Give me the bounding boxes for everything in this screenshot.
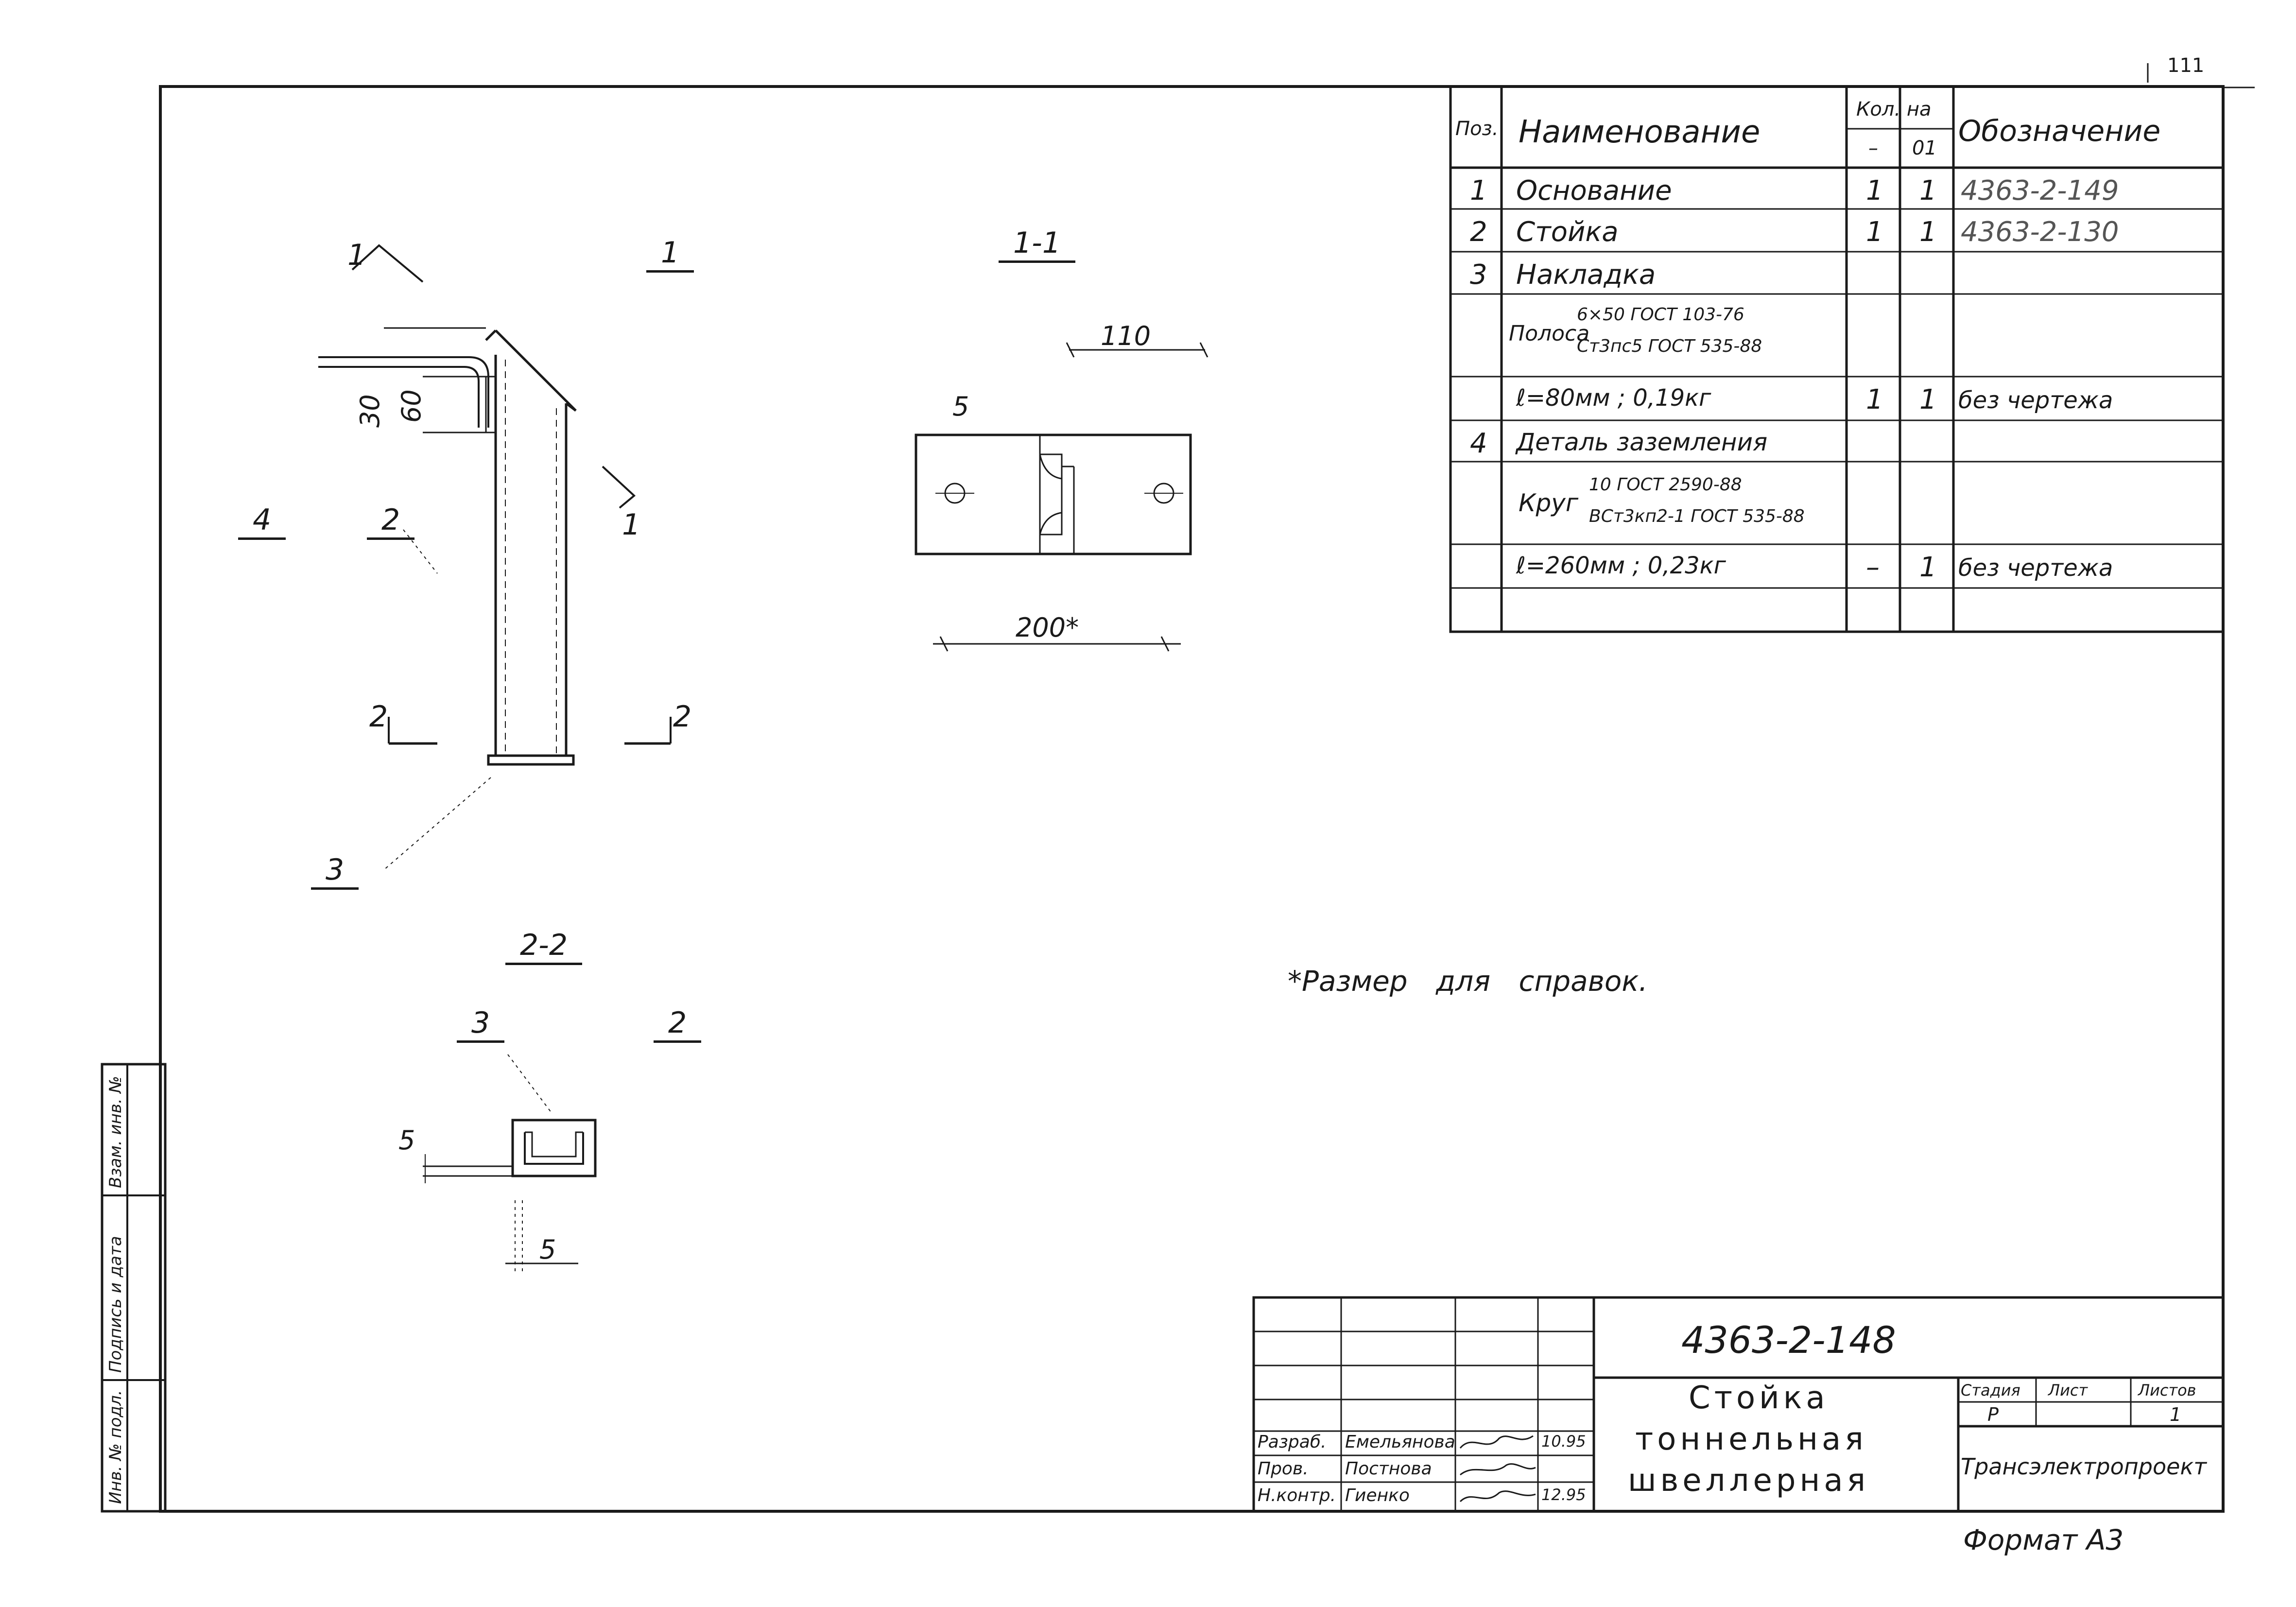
cut-mark-2-right: 2: [673, 700, 692, 734]
spec-row-4-name-top: 6×50 ГОСТ 103-76: [1577, 305, 1744, 325]
spec-row-2-q2: 1: [1919, 216, 1937, 248]
spec-row-3-pos: 3: [1470, 259, 1487, 291]
sheets-value: 1: [2170, 1404, 2182, 1425]
spec-header-qty: Кол. на: [1856, 98, 1932, 121]
spec-row-5-q2: 1: [1919, 384, 1937, 415]
section-1-1-geometry: [915, 342, 1208, 652]
callout-2: 2: [367, 505, 415, 540]
spec-row-5-designation: без чертежа: [1958, 387, 2113, 414]
organization: Трансэлектропроект: [1961, 1453, 2207, 1480]
main-view-geometry: [318, 244, 672, 870]
signature-1: [1459, 1435, 1534, 1449]
view-title-main: 1: [646, 238, 694, 273]
dim-5-top: 5: [952, 391, 969, 422]
spec-row-5-name: ℓ=80мм ; 0,19кг: [1516, 384, 1711, 412]
name-3: Гиенко: [1345, 1486, 1410, 1505]
spec-row-1-designation: 4363-2-149: [1961, 175, 2119, 207]
spec-row-1-name: Основание: [1516, 175, 1672, 207]
spec-row-4-name: Полоса: [1509, 321, 1590, 346]
view-title-section-1-1: 1-1: [999, 228, 1075, 263]
dim-5-a: 5: [398, 1125, 415, 1156]
spec-row-3-name: Накладка: [1516, 259, 1656, 291]
spec-header-qty-col2: 01: [1912, 137, 1937, 159]
spec-row-4-name-bottom: Ст3пс5 ГОСТ 535-88: [1577, 336, 1762, 356]
spec-row-5-q1: 1: [1866, 384, 1883, 415]
callout-3b: 3: [457, 1008, 505, 1043]
spec-row-2-name: Стойка: [1516, 216, 1619, 248]
reference-note: *Размер для справок.: [1288, 965, 1648, 998]
role-2: Пров.: [1258, 1459, 1309, 1479]
stage-value: Р: [1987, 1404, 1999, 1425]
sheet-label: Лист: [2048, 1381, 2088, 1400]
title-line-2: тоннельная: [1635, 1421, 1867, 1457]
name-2: Постнова: [1345, 1459, 1432, 1479]
cut-mark-1-left: 1: [347, 238, 366, 272]
spec-row-6-pos: 4: [1470, 428, 1487, 459]
spec-header-name: Наименование: [1519, 114, 1761, 150]
cut-mark-2-left: 2: [369, 700, 388, 734]
spec-row-7-name: Круг: [1519, 489, 1579, 517]
role-1: Разраб.: [1258, 1432, 1327, 1452]
callout-3: 3: [311, 855, 359, 890]
stage-label: Стадия: [1961, 1381, 2020, 1400]
sheets-label: Листов: [2138, 1381, 2196, 1400]
title-line-1: Стойка: [1689, 1380, 1829, 1416]
signature-3: [1459, 1490, 1536, 1503]
dim-200: 200*: [1016, 612, 1079, 643]
section-2-2-geometry: [423, 1054, 597, 1273]
dim-5-b: 5: [539, 1234, 556, 1265]
callout-4: 4: [238, 505, 286, 540]
sheet-number-top: 111: [2167, 54, 2205, 77]
date-1: 10.95: [1541, 1432, 1586, 1451]
spec-table-grid: [1449, 85, 2225, 633]
spec-row-2-pos: 2: [1470, 216, 1487, 248]
spec-header-qty-col1: –: [1868, 137, 1878, 159]
title-line-3: швеллерная: [1628, 1463, 1870, 1499]
side-stamp-vzam-inv: Взам. инв. №: [106, 1076, 125, 1188]
doc-code: 4363-2-148: [1681, 1318, 1896, 1362]
dim-30: 30: [355, 394, 385, 428]
view-title-section-2-2: 2-2: [505, 931, 582, 965]
sheet-format: Формат А3: [1963, 1523, 2124, 1556]
side-stamp-frame: [101, 1063, 167, 1513]
side-stamp-inv-podl: Инв. № подл.: [106, 1390, 125, 1504]
title-block-grid: [1252, 1296, 2225, 1513]
spec-row-2-designation: 4363-2-130: [1961, 216, 2119, 248]
spec-row-2-q1: 1: [1866, 216, 1883, 248]
spec-row-1-q1: 1: [1866, 175, 1883, 207]
side-stamp-podpis-data: Подпись и дата: [106, 1236, 125, 1373]
spec-row-1-pos: 1: [1470, 175, 1487, 207]
spec-row-7-name-bottom: ВСт3кп2-1 ГОСТ 535-88: [1589, 506, 1805, 526]
name-1: Емельянова: [1345, 1432, 1455, 1452]
spec-row-8-name: ℓ=260мм ; 0,23кг: [1516, 552, 1726, 579]
cut-mark-1-right: 1: [622, 508, 641, 542]
spec-row-7-name-top: 10 ГОСТ 2590-88: [1589, 475, 1742, 495]
dim-60: 60: [396, 389, 427, 423]
spec-header-pos: Поз.: [1455, 118, 1499, 140]
spec-row-8-q2: 1: [1919, 552, 1937, 583]
spec-row-6-name: Деталь заземления: [1516, 428, 1768, 456]
spec-header-designation: Обозначение: [1958, 114, 2161, 148]
role-3: Н.контр.: [1258, 1486, 1336, 1505]
callout-2b: 2: [654, 1008, 702, 1043]
sheet-frame: [159, 85, 2225, 1513]
signature-2: [1460, 1463, 1536, 1476]
spec-row-8-q1: –: [1866, 552, 1880, 583]
dim-110: 110: [1101, 321, 1151, 351]
spec-row-1-q2: 1: [1919, 175, 1937, 207]
date-3: 12.95: [1541, 1486, 1586, 1504]
spec-row-8-designation: без чертежа: [1958, 554, 2113, 582]
